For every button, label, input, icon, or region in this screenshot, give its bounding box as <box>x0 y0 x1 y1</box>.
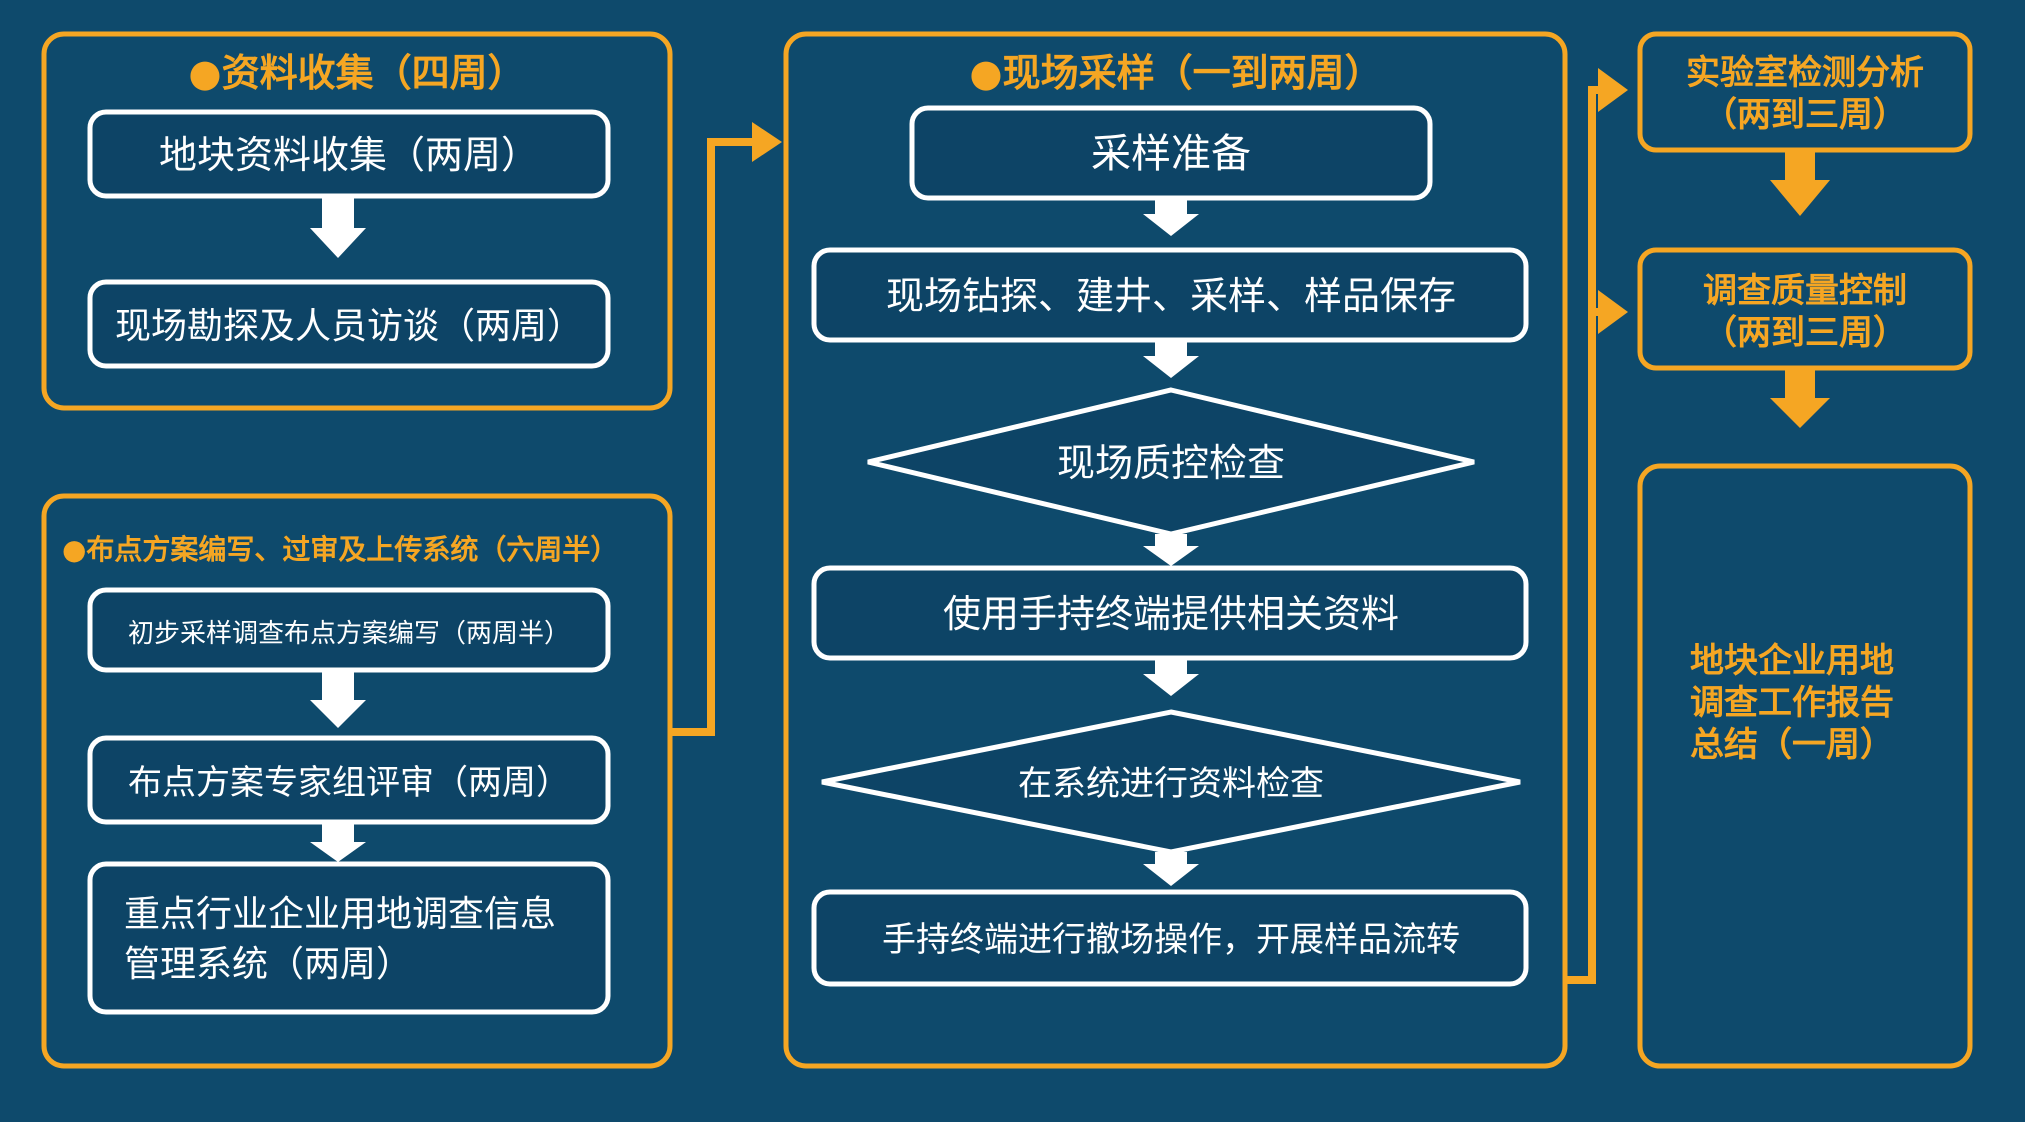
arrow-down-icon <box>1770 370 1830 428</box>
step-box <box>87 735 611 825</box>
section-title-line: （两到三周） <box>1703 95 1907 135</box>
section-frame <box>41 493 673 1069</box>
section-title-line: 地块企业用地 <box>1690 641 1894 681</box>
arrow-down-icon <box>310 198 366 258</box>
step-box <box>811 247 1529 343</box>
step-box <box>87 861 611 1015</box>
step-label: 手持终端进行撤场操作，开展样品流转 <box>882 920 1460 960</box>
arrow-down-icon <box>1143 534 1199 566</box>
step-label-line: 管理系统（两周） <box>124 944 412 985</box>
section-title-line: 调查质量控制 <box>1703 271 1907 311</box>
section-sampling-plan: ●布点方案编写、过审及上传系统（六周半） 初步采样调查布点方案编写（两周半） 布… <box>41 493 673 1069</box>
section-frame <box>1637 247 1973 371</box>
step-box <box>811 565 1529 661</box>
section-title-line: （两到三周） <box>1703 313 1907 353</box>
section-title: ●资料收集（四周） <box>188 51 525 95</box>
section-frame <box>41 31 673 411</box>
step-label: 地块资料收集（两周） <box>159 133 539 177</box>
step-label: 布点方案专家组评审（两周） <box>128 763 570 803</box>
step-label-line: 重点行业企业用地调查信息 <box>124 894 556 935</box>
section-title: ●布点方案编写、过审及上传系统（六周半） <box>62 533 618 566</box>
section-field-sampling: ●现场采样（一到两周） 采样准备 现场钻探、建井、采样、样品保存 现场质控检查 … <box>783 31 1568 1069</box>
section-title-line: 实验室检测分析 <box>1686 53 1924 93</box>
step-box <box>87 279 611 369</box>
section-final-report: 地块企业用地 调查工作报告 总结（一周） <box>1637 463 1973 1069</box>
arrow-down-icon <box>1143 852 1199 886</box>
connectors <box>670 68 1830 984</box>
section-data-collection: ●资料收集（四周） 地块资料收集（两周） 现场勘探及人员访谈（两周） <box>41 31 673 411</box>
section-frame <box>783 31 1568 1069</box>
connector-left-to-middle <box>670 138 752 736</box>
section-quality-control: 调查质量控制 （两到三周） <box>1637 247 1973 371</box>
arrow-down-icon <box>310 824 366 862</box>
section-frame <box>1637 31 1973 153</box>
step-label: 现场勘探及人员访谈（两周） <box>115 306 583 347</box>
arrow-right-icon <box>1598 290 1628 334</box>
section-title-line: 调查工作报告 <box>1690 683 1894 723</box>
step-box <box>909 105 1433 201</box>
arrow-right-icon <box>752 122 782 162</box>
arrow-down-icon <box>1770 150 1830 216</box>
step-label: 采样准备 <box>1091 131 1251 177</box>
arrow-down-icon <box>1143 342 1199 378</box>
arrow-down-icon <box>1143 660 1199 696</box>
step-box <box>811 889 1529 987</box>
decision-label: 现场质控检查 <box>1057 441 1285 485</box>
arrow-down-icon <box>1143 200 1199 236</box>
step-box <box>87 109 611 199</box>
arrow-down-icon <box>310 672 366 728</box>
section-title: ●现场采样（一到两周） <box>969 51 1382 95</box>
step-box <box>87 587 611 673</box>
section-frame <box>1637 463 1973 1069</box>
decision-label: 在系统进行资料检查 <box>1018 764 1324 804</box>
section-title-line: 总结（一周） <box>1690 725 1894 765</box>
step-label: 现场钻探、建井、采样、样品保存 <box>886 274 1456 318</box>
section-lab-analysis: 实验室检测分析 （两到三周） <box>1637 31 1973 153</box>
step-label: 初步采样调查布点方案编写（两周半） <box>128 619 570 649</box>
arrow-right-icon <box>1598 68 1628 112</box>
step-label: 使用手持终端提供相关资料 <box>943 592 1399 636</box>
